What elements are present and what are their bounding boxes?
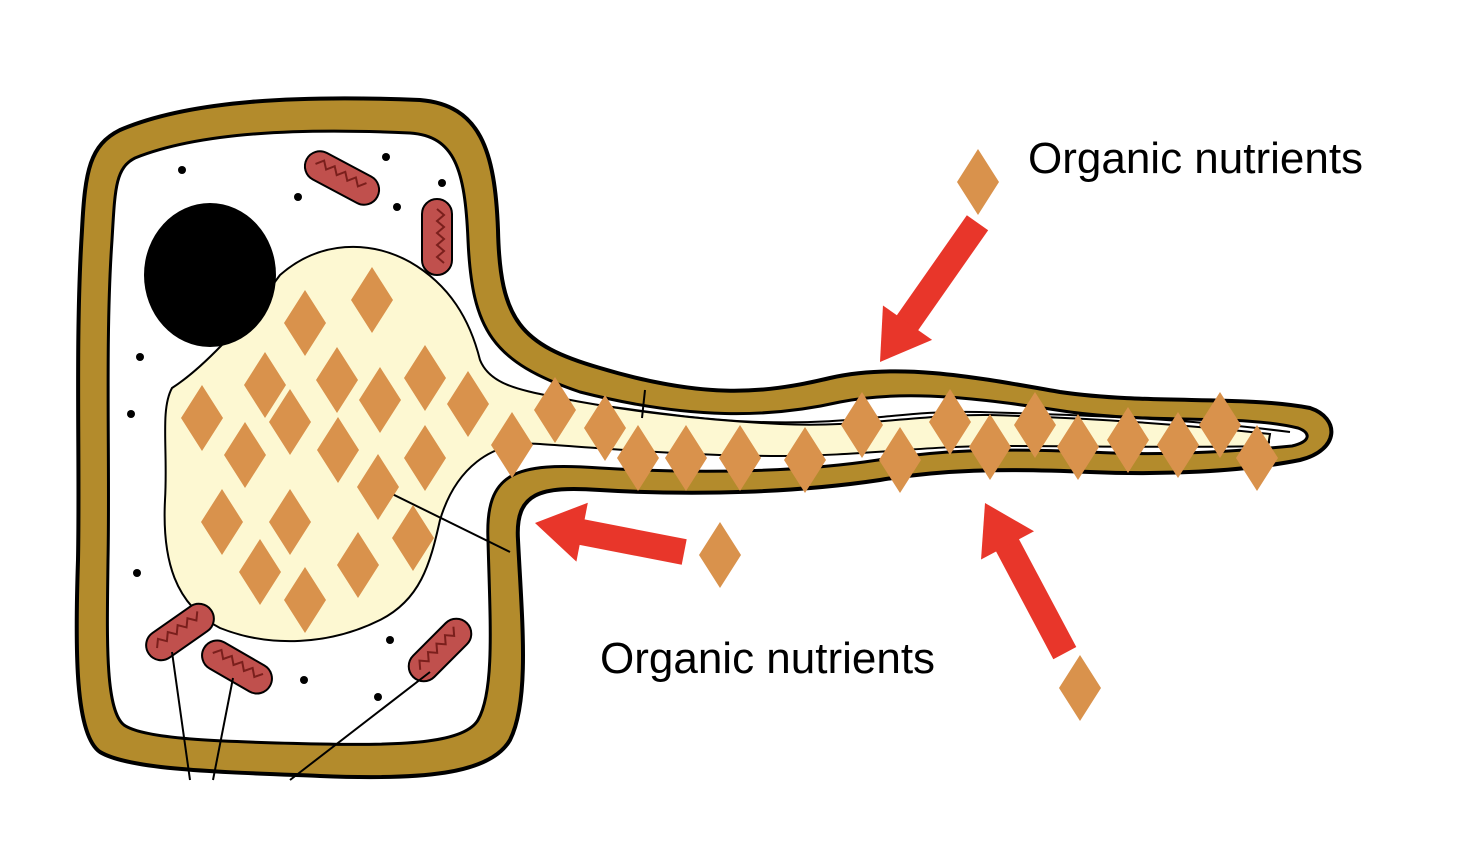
arrow-top bbox=[880, 215, 989, 362]
vacuole bbox=[163, 245, 1272, 643]
ribosome-dots bbox=[127, 153, 446, 701]
nutrient-diamond bbox=[284, 290, 326, 356]
nutrient-diamond bbox=[201, 489, 243, 555]
mitochondria bbox=[145, 150, 473, 695]
nutrient-diamond bbox=[1157, 412, 1199, 478]
mitochondrion bbox=[303, 150, 381, 206]
nutrient-diamond bbox=[784, 427, 826, 493]
nutrient-diamond bbox=[1059, 655, 1101, 721]
nutrient-diamond bbox=[665, 425, 707, 491]
nutrient-diamond bbox=[351, 267, 393, 333]
nutrient-diamond bbox=[269, 389, 311, 455]
nutrient-diamond bbox=[224, 422, 266, 488]
nucleus bbox=[144, 203, 276, 347]
mitochondrion bbox=[421, 198, 453, 276]
nutrient-diamond bbox=[337, 532, 379, 598]
nutrient-diamond bbox=[359, 367, 401, 433]
nutrient-diamond bbox=[244, 352, 286, 418]
nutrient-diamond bbox=[957, 149, 999, 215]
nutrient-diamond bbox=[357, 454, 399, 520]
leader-lines bbox=[171, 389, 646, 781]
nutrient-diamond bbox=[584, 395, 626, 461]
nutrient-diamond bbox=[181, 385, 223, 451]
nutrient-diamond bbox=[284, 567, 326, 633]
nutrient-diamond bbox=[841, 392, 883, 458]
mitochondrion bbox=[407, 617, 473, 683]
nutrient-diamond bbox=[316, 347, 358, 413]
nutrient-diamond bbox=[239, 539, 281, 605]
nutrient-diamond bbox=[317, 417, 359, 483]
nutrient-diamond bbox=[1057, 414, 1099, 480]
nutrient-diamond bbox=[404, 345, 446, 411]
arrow-left bbox=[535, 502, 687, 565]
nutrient-diamond bbox=[447, 371, 489, 437]
nutrient-diamond bbox=[1199, 392, 1241, 458]
nutrient-diamond bbox=[534, 377, 576, 443]
mitochondrion bbox=[145, 602, 215, 662]
arrows bbox=[535, 215, 1077, 660]
nutrient-diamond bbox=[404, 425, 446, 491]
nutrient-diamond bbox=[491, 412, 533, 478]
nutrient-diamond bbox=[1014, 392, 1056, 458]
nutrient-diamond bbox=[969, 414, 1011, 480]
arrow-bottom bbox=[981, 503, 1077, 660]
nutrient-particles bbox=[181, 149, 1278, 721]
nutrient-diamond bbox=[617, 425, 659, 491]
organic-nutrients-label-top: Organic nutrients bbox=[1028, 134, 1364, 183]
nutrient-diamond bbox=[269, 489, 311, 555]
nutrient-diamond bbox=[392, 505, 434, 571]
nutrient-diamond bbox=[1107, 407, 1149, 473]
nutrient-diamond bbox=[929, 389, 971, 455]
organic-nutrients-label-bottom: Organic nutrients bbox=[600, 634, 936, 683]
nutrient-diamond bbox=[719, 425, 761, 491]
nutrient-diamond bbox=[879, 427, 921, 493]
nutrient-diamond bbox=[699, 522, 741, 588]
nutrient-diamond bbox=[1236, 425, 1278, 491]
